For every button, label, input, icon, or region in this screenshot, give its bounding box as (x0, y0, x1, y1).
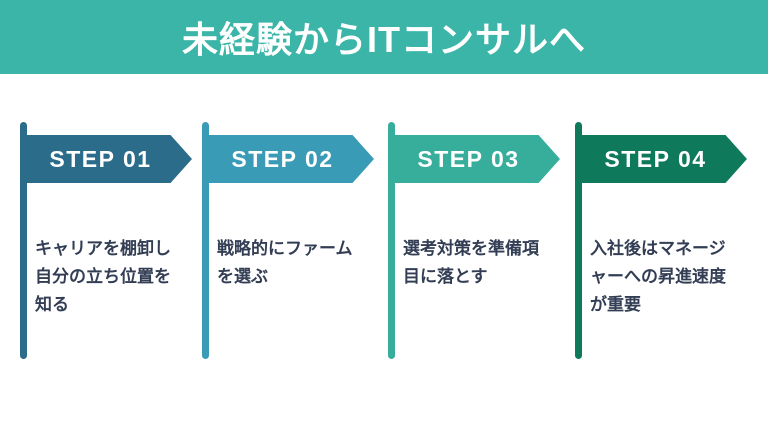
step-3-label: STEP 03 (417, 145, 520, 172)
step-3-flag: STEP 03 (395, 135, 560, 183)
step-1-description: キャリアを棚卸し 自分の立ち位置を 知る (35, 239, 171, 314)
step-4-flag: STEP 04 (582, 135, 747, 183)
step-column-4: STEP 04 入社後はマネージ ャーへの昇進速度 が重要 (575, 122, 760, 362)
step-2-flag: STEP 02 (209, 135, 374, 183)
step-4-label: STEP 04 (604, 145, 707, 172)
step-column-1: STEP 01 キャリアを棚卸し 自分の立ち位置を 知る (20, 122, 205, 362)
step-1-label: STEP 01 (49, 145, 152, 172)
title-banner: 未経験からITコンサルへ (0, 0, 768, 74)
step-1-pole (20, 122, 27, 359)
step-2-pole (202, 122, 209, 359)
step-column-3: STEP 03 選考対策を準備項 目に落とす (388, 122, 573, 362)
step-3-description: 選考対策を準備項 目に落とす (403, 239, 539, 286)
step-4-description: 入社後はマネージ ャーへの昇進速度 が重要 (590, 239, 726, 314)
step-2-description: 戦略的にファーム を選ぶ (217, 239, 353, 286)
step-3-pole (388, 122, 395, 359)
page-title: 未経験からITコンサルへ (182, 19, 586, 60)
step-1-flag: STEP 01 (27, 135, 192, 183)
step-column-2: STEP 02 戦略的にファーム を選ぶ (202, 122, 387, 362)
step-2-label: STEP 02 (231, 145, 334, 172)
step-4-pole (575, 122, 582, 359)
